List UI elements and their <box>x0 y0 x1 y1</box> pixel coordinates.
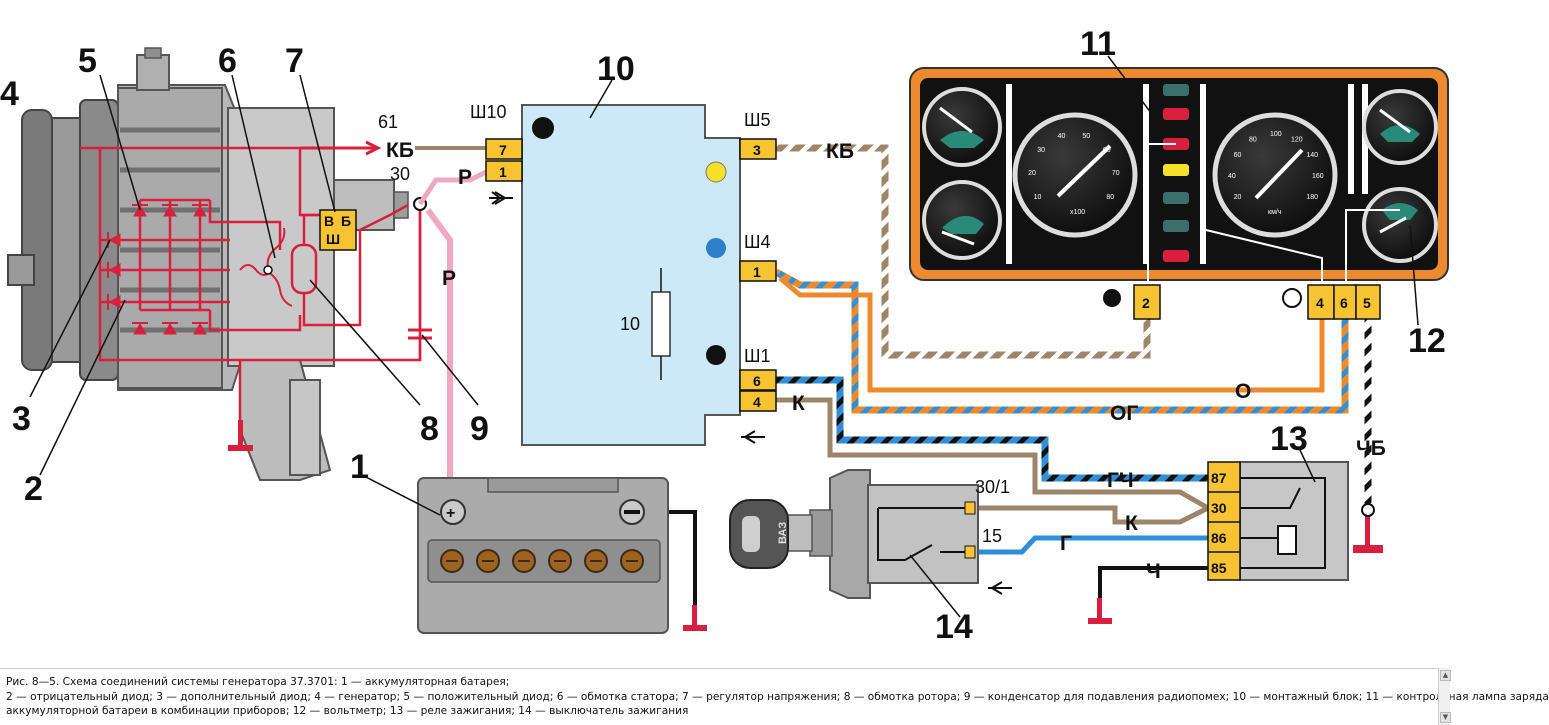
block-pin-1b: 1 <box>753 264 761 280</box>
dial-scale-label: 80 <box>1249 137 1257 144</box>
regulator-label-sh: Ш <box>326 231 340 247</box>
figure-caption: Рис. 8—5. Схема соединений системы генер… <box>0 668 1549 725</box>
dial-scale-label: 120 <box>1291 137 1303 144</box>
caption-line-2: 2 — отрицательный диод; 3 — дополнительн… <box>6 690 1549 703</box>
callout-2: 2 <box>24 470 43 508</box>
callout-1: 1 <box>350 448 369 486</box>
wire-label-p-top: Р <box>458 166 472 189</box>
wire-label-ch: Ч <box>1146 560 1161 583</box>
block-pin-7: 7 <box>499 142 507 158</box>
resistor-label: 10 <box>620 314 640 334</box>
callout-10: 10 <box>597 50 635 88</box>
wire-label-chb: ЧБ <box>1356 437 1386 460</box>
block-pin-4: 4 <box>753 394 761 410</box>
callout-4: 4 <box>0 75 19 113</box>
dial-scale-label: 180 <box>1306 194 1318 201</box>
callout-3: 3 <box>12 400 31 438</box>
cluster-pin-6: 6 <box>1340 295 1348 311</box>
wire-label-og: ОГ <box>1110 402 1138 425</box>
ignition-relay: 87 30 86 85 <box>1207 461 1349 581</box>
block-pin-1a: 1 <box>499 164 507 180</box>
relay-pin-86: 86 <box>1211 530 1227 546</box>
tachometer-scale: 10 20 30 40 50 60 70 80 <box>1028 133 1120 201</box>
wire-label-kb-left: КБ <box>386 139 414 162</box>
speedometer-unit: км/ч <box>1268 209 1282 216</box>
terminal-label-30: 30 <box>390 164 410 184</box>
callout-7: 7 <box>285 42 304 80</box>
stator-star-point <box>263 265 273 275</box>
wire-label-g: Г <box>1060 532 1072 555</box>
wire-label-gch: ГЧ <box>1107 469 1134 492</box>
speedometer-scale: 20 40 60 80 100 120 140 160 180 <box>1228 131 1324 201</box>
regulator-label-b2: Б <box>341 213 351 229</box>
wire-label-p-vertical: Р <box>442 267 456 290</box>
instrument-cluster: 2 4 6 5 <box>909 67 1449 320</box>
callout-14: 14 <box>935 608 973 646</box>
terminal-label-15: 15 <box>982 526 1002 546</box>
dial-scale-label: 60 <box>1103 147 1111 154</box>
dial-scale-label: 40 <box>1058 133 1066 140</box>
block-pin-3: 3 <box>753 142 761 158</box>
callout-11: 11 <box>1080 25 1116 63</box>
caption-line-3: аккумуляторной батареи в комбинации приб… <box>6 705 689 718</box>
leader-lines <box>29 55 1419 618</box>
cluster-pin-4: 4 <box>1316 295 1324 311</box>
relay-pin-87: 87 <box>1211 470 1227 486</box>
callout-5: 5 <box>78 42 97 80</box>
mounting-block: 10 7 1 3 1 6 4 Ш10 Ш5 Ш4 Ш1 <box>470 102 777 446</box>
callout-13: 13 <box>1270 420 1308 458</box>
dial-scale-label: 60 <box>1234 152 1242 159</box>
dial-scale-label: 20 <box>1234 194 1242 201</box>
terminal-label-61: 61 <box>378 112 398 132</box>
scroll-down-arrow-icon[interactable]: ▼ <box>1440 712 1451 723</box>
connector-label-sh5: Ш5 <box>744 110 771 130</box>
cluster-pin-2: 2 <box>1142 295 1150 311</box>
generator-wiring-diagram: В Б Ш <box>0 25 1449 646</box>
terminal-label-30-1: 30/1 <box>975 477 1010 497</box>
callout-9: 9 <box>470 410 489 448</box>
dial-scale-label: 70 <box>1112 170 1120 177</box>
dial-scale-label: 80 <box>1106 194 1114 201</box>
connector-label-sh10: Ш10 <box>470 102 507 122</box>
diodes <box>107 204 208 335</box>
caption-scrollbar[interactable]: ▲ ▼ <box>1438 668 1451 725</box>
block-pin-6: 6 <box>753 373 761 389</box>
connector-arrows <box>489 191 1012 595</box>
wire-label-k-block: К <box>792 392 805 415</box>
voltage-regulator: В Б Ш <box>319 209 357 251</box>
dial-scale-label: 40 <box>1228 173 1236 180</box>
wires <box>300 140 1372 610</box>
wire-label-kb-right: КБ <box>826 140 854 163</box>
dial-scale-label: 30 <box>1037 147 1045 154</box>
dial-scale-label: 160 <box>1312 173 1324 180</box>
connector-label-sh4: Ш4 <box>744 232 771 252</box>
key-brand: ВАЗ <box>777 522 789 544</box>
regulator-label-b: В <box>324 213 334 229</box>
dial-scale-label: 100 <box>1270 131 1282 138</box>
generator <box>7 47 409 481</box>
callout-6: 6 <box>218 42 237 80</box>
dial-scale-label: 50 <box>1082 133 1090 140</box>
relay-pin-85: 85 <box>1211 560 1227 576</box>
wire-label-k-relay: К <box>1125 512 1138 535</box>
callout-12: 12 <box>1408 322 1446 360</box>
scroll-up-arrow-icon[interactable]: ▲ <box>1440 670 1451 681</box>
connector-label-sh1: Ш1 <box>744 346 771 366</box>
dial-scale-label: 20 <box>1028 170 1036 177</box>
callout-8: 8 <box>420 410 439 448</box>
battery-cell-caps <box>440 549 644 573</box>
ground-symbols-right <box>683 503 1383 631</box>
wire-label-o: О <box>1235 380 1251 403</box>
ignition-switch: ВАЗ <box>729 469 979 599</box>
svg-text:+: + <box>446 505 455 522</box>
dial-scale-label: 10 <box>1034 194 1042 201</box>
ground-symbol <box>228 420 253 451</box>
cluster-pin-5: 5 <box>1363 295 1371 311</box>
caption-line-1: Рис. 8—5. Схема соединений системы генер… <box>6 676 510 688</box>
tachometer-unit: x100 <box>1070 209 1085 216</box>
relay-pin-30: 30 <box>1211 500 1227 516</box>
dial-scale-label: 140 <box>1306 152 1318 159</box>
